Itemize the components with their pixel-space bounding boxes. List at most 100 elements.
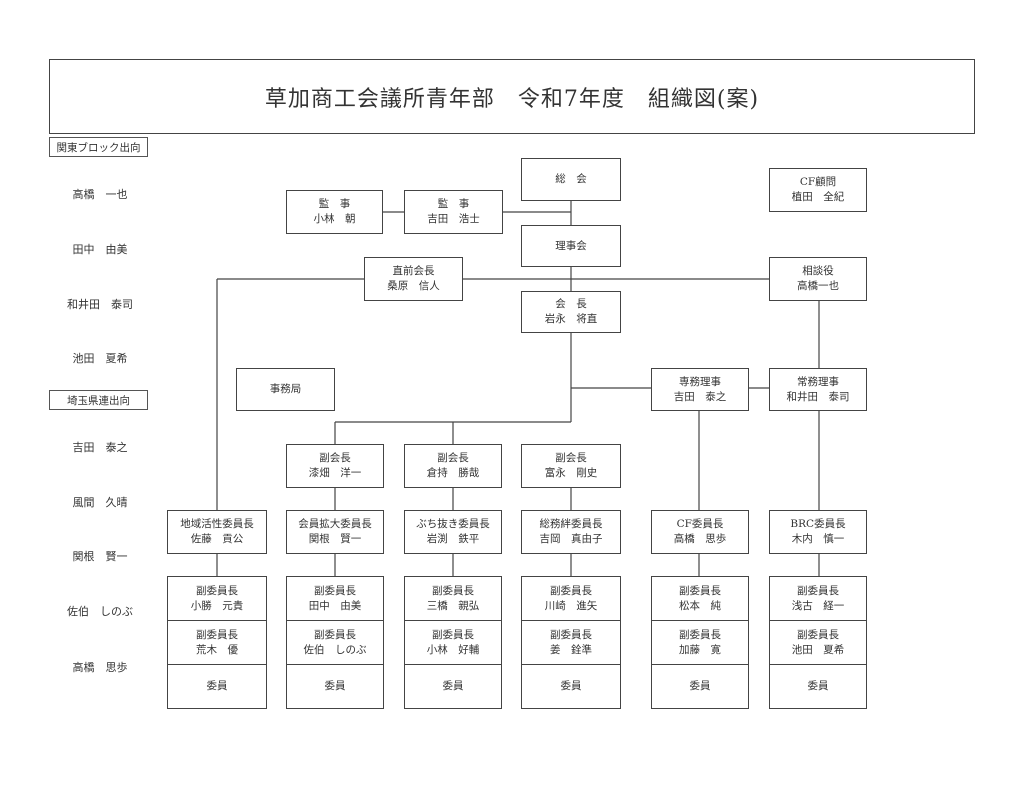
vice-chair-box: 副委員長 川崎 進矢	[521, 576, 621, 621]
box-name: 桑原 信人	[387, 280, 440, 292]
managing-director-box: 常務理事 和井田 泰司	[769, 368, 867, 411]
box-name: 小林 好輔	[426, 643, 480, 656]
counselor-box: 相談役 高橋一也	[769, 257, 867, 301]
box-role: 総 会	[555, 173, 587, 185]
box-role: 常務理事	[797, 375, 839, 388]
vice-chair-box: 副委員長 三橋 親弘	[404, 576, 502, 621]
box-role: 地域活性委員長	[180, 518, 254, 530]
box-role: BRC委員長	[790, 518, 846, 530]
box-role: 副委員長	[314, 628, 356, 641]
kanto-member: 高橋 一也	[72, 188, 128, 201]
box-name: 吉田 浩士	[427, 213, 480, 225]
title-frame: 草加商工会議所青年部 令和7年度 組織図(案)	[49, 59, 975, 134]
president-box: 会 長 岩永 将直	[521, 291, 621, 333]
committee-chair-box: ぶち抜き委員長 岩渕 鉄平	[404, 510, 502, 554]
box-role: 総務絆委員長	[539, 518, 603, 530]
box-name: 高橋一也	[797, 280, 839, 292]
box-role: 直前会長	[392, 265, 435, 277]
box-role: 専務理事	[679, 375, 721, 388]
box-name: 岩渕 鉄平	[426, 533, 480, 545]
committee-member-box: 委員	[404, 664, 502, 709]
auditor-box-2: 監 事 吉田 浩士	[404, 190, 503, 234]
box-role: ぶち抜き委員長	[416, 518, 490, 530]
committee-member-box: 委員	[521, 664, 621, 709]
committee-chair-box: 地域活性委員長 佐藤 貢公	[167, 510, 267, 554]
box-role: 事務局	[269, 383, 302, 395]
vice-chair-box: 副委員長 池田 夏希	[769, 620, 867, 665]
box-name: 三橋 親弘	[426, 599, 480, 612]
box-role: 副委員長	[432, 628, 474, 641]
vice-chair-box: 副委員長 姜 銓準	[521, 620, 621, 665]
box-role: 副委員長	[550, 628, 592, 641]
box-role: 監 事	[437, 198, 470, 210]
box-role: 委員	[689, 680, 711, 692]
box-role: 副会長	[319, 452, 351, 464]
former-president-box: 直前会長 桑原 信人	[364, 257, 463, 301]
box-name: 浅古 経一	[791, 599, 845, 612]
kanto-block-label: 関東ブロック出向	[49, 137, 148, 157]
box-name: 佐藤 貢公	[190, 533, 244, 545]
committee-chair-box: 会員拡大委員長 関根 賢一	[286, 510, 384, 554]
committee-chair-box: BRC委員長 木内 慎一	[769, 510, 867, 554]
box-role: 副会長	[437, 452, 469, 464]
box-role: 副委員長	[314, 584, 356, 597]
box-name: 和井田 泰司	[786, 390, 850, 403]
box-role: 副会長	[555, 452, 587, 464]
box-name: 小勝 元貴	[190, 599, 244, 612]
auditor-box-1: 監 事 小林 朝	[286, 190, 383, 234]
box-name: 小林 朝	[313, 213, 356, 225]
box-role: 相談役	[802, 265, 834, 277]
committee-member-box: 委員	[167, 664, 267, 709]
box-role: 監 事	[318, 198, 351, 210]
general-assembly-box: 総 会	[521, 158, 621, 201]
vice-chair-box: 副委員長 田中 由美	[286, 576, 384, 621]
box-role: 副委員長	[196, 628, 238, 641]
saitama-member: 佐伯 しのぶ	[67, 605, 133, 618]
box-role: 委員	[206, 680, 228, 692]
box-role: 理事会	[555, 239, 587, 252]
vice-chair-box: 副委員長 浅古 経一	[769, 576, 867, 621]
vice-chair-box: 副委員長 小勝 元貴	[167, 576, 267, 621]
saitama-member: 吉田 泰之	[72, 441, 128, 454]
box-name: 佐伯 しのぶ	[303, 643, 367, 656]
saitama-member: 風間 久晴	[72, 496, 128, 509]
board-box: 理事会	[521, 225, 621, 267]
box-name: 田中 由美	[308, 599, 362, 612]
box-role: 委員	[560, 680, 582, 692]
box-name: 川崎 進矢	[544, 599, 598, 612]
saitama-member: 高橋 思歩	[72, 661, 128, 674]
box-role: 委員	[442, 680, 464, 692]
box-role: 委員	[807, 680, 829, 692]
box-name: 漆畑 洋一	[308, 467, 362, 479]
vice-president-box-1: 副会長 漆畑 洋一	[286, 444, 384, 488]
box-name: 木内 慎一	[791, 533, 845, 545]
page-title: 草加商工会議所青年部 令和7年度 組織図(案)	[264, 86, 760, 112]
saitama-label: 埼玉県連出向	[49, 390, 148, 410]
box-role: 委員	[324, 680, 346, 692]
box-name: 荒木 優	[196, 643, 238, 656]
vice-chair-box: 副委員長 佐伯 しのぶ	[286, 620, 384, 665]
executive-director-box: 専務理事 吉田 泰之	[651, 368, 749, 411]
box-name: 倉持 勝哉	[426, 467, 480, 479]
box-name: 池田 夏希	[791, 643, 845, 656]
box-role: CF委員長	[676, 518, 724, 530]
committee-member-box: 委員	[769, 664, 867, 709]
vice-chair-box: 副委員長 加藤 寛	[651, 620, 749, 665]
secretariat-box: 事務局	[236, 368, 335, 411]
kanto-member: 田中 由美	[72, 243, 128, 256]
box-name: 吉田 泰之	[673, 390, 727, 403]
vice-chair-box: 副委員長 松本 純	[651, 576, 749, 621]
box-role: 副委員長	[679, 584, 721, 597]
vice-president-box-3: 副会長 富永 剛史	[521, 444, 621, 488]
kanto-member: 池田 夏希	[72, 352, 128, 365]
committee-chair-box: 総務絆委員長 吉岡 真由子	[521, 510, 621, 554]
box-name: 関根 賢一	[308, 533, 362, 545]
cf-advisor-box: CF顧問 植田 全紀	[769, 168, 867, 212]
box-name: 松本 純	[679, 599, 721, 612]
box-name: 高橋 思歩	[673, 533, 727, 545]
box-name: 加藤 寛	[679, 643, 721, 656]
box-role: 会員拡大委員長	[298, 518, 372, 530]
box-name: 吉岡 真由子	[539, 533, 603, 545]
saitama-member: 関根 賢一	[72, 550, 128, 563]
